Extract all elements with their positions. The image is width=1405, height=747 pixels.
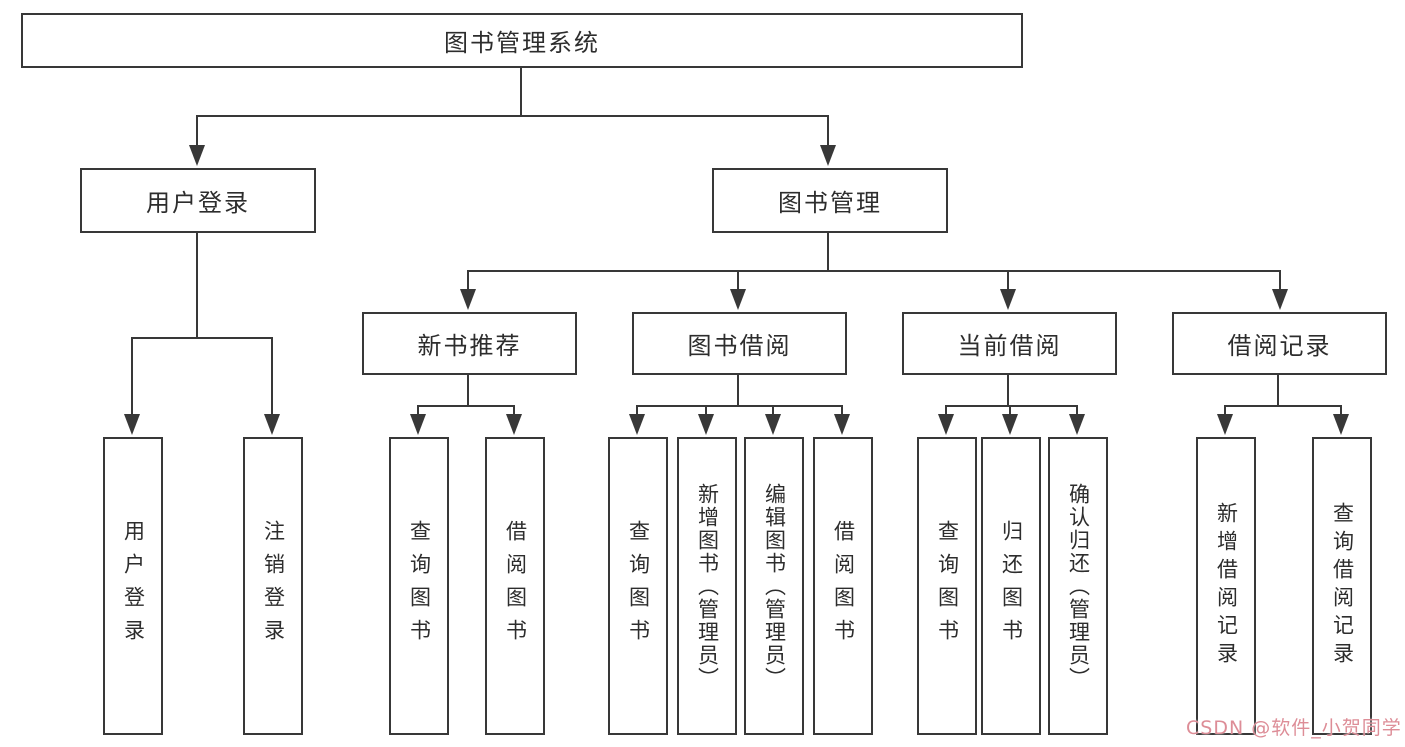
node-label: 新增图书（管理员） xyxy=(695,482,720,690)
node-label: 编辑图书（管理员） xyxy=(762,482,787,690)
connector-current-borrow-to-leaves xyxy=(938,375,1085,435)
node-library-management-system: 图书管理系统 xyxy=(21,13,1023,68)
node-label: 借阅图书 xyxy=(831,520,856,652)
node-book-borrow: 图书借阅 xyxy=(632,312,847,375)
node-label: 图书管理 xyxy=(778,189,882,217)
node-add-borrow-record: 新增借阅记录 xyxy=(1196,437,1256,735)
node-label: 用户登录 xyxy=(121,520,146,652)
node-user-login: 用户登录 xyxy=(80,168,316,233)
csdn-watermark: CSDN @软件_小贺同学 xyxy=(1186,717,1402,739)
node-label: 注销登录 xyxy=(261,520,286,652)
connector-borrow-records-to-leaves xyxy=(1217,375,1349,435)
node-borrow-records: 借阅记录 xyxy=(1172,312,1387,375)
connector-book-management-to-level3 xyxy=(460,232,1288,310)
node-label: 归还图书 xyxy=(999,520,1024,652)
node-book-management: 图书管理 xyxy=(712,168,948,233)
node-query-books: 查询图书 xyxy=(389,437,449,735)
node-return-books: 归还图书 xyxy=(981,437,1041,735)
node-label: 新增借阅记录 xyxy=(1214,502,1239,670)
node-edit-books-admin: 编辑图书（管理员） xyxy=(744,437,804,735)
node-label: 查询借阅记录 xyxy=(1330,502,1355,670)
node-logout: 注销登录 xyxy=(243,437,303,735)
node-label: 用户登录 xyxy=(146,189,250,217)
node-label: 图书借阅 xyxy=(687,332,792,360)
node-add-books-admin: 新增图书（管理员） xyxy=(677,437,737,735)
node-label: 确认归还（管理员） xyxy=(1066,482,1091,690)
node-query-books: 查询图书 xyxy=(917,437,977,735)
node-label: 查询图书 xyxy=(935,520,960,652)
node-current-borrow: 当前借阅 xyxy=(902,312,1117,375)
connector-book-borrow-to-leaves xyxy=(629,375,850,435)
node-label: 借阅记录 xyxy=(1227,332,1332,360)
node-query-borrow-record: 查询借阅记录 xyxy=(1312,437,1372,735)
node-label: 图书管理系统 xyxy=(444,29,600,57)
node-label: 借阅图书 xyxy=(503,520,528,652)
node-user-login-leaf: 用户登录 xyxy=(103,437,163,735)
connector-user-login-to-leaves xyxy=(124,233,280,435)
node-label: 新书推荐 xyxy=(417,332,522,360)
node-label: 查询图书 xyxy=(407,520,432,652)
node-borrow-books: 借阅图书 xyxy=(485,437,545,735)
node-query-books: 查询图书 xyxy=(608,437,668,735)
node-borrow-books: 借阅图书 xyxy=(813,437,873,735)
connector-root-to-level2 xyxy=(189,67,836,166)
node-label: 当前借阅 xyxy=(957,332,1062,360)
node-new-book-recommend: 新书推荐 xyxy=(362,312,577,375)
node-label: 查询图书 xyxy=(626,520,651,652)
connector-new-book-recommend-to-leaves xyxy=(410,375,522,435)
node-confirm-return-admin: 确认归还（管理员） xyxy=(1048,437,1108,735)
